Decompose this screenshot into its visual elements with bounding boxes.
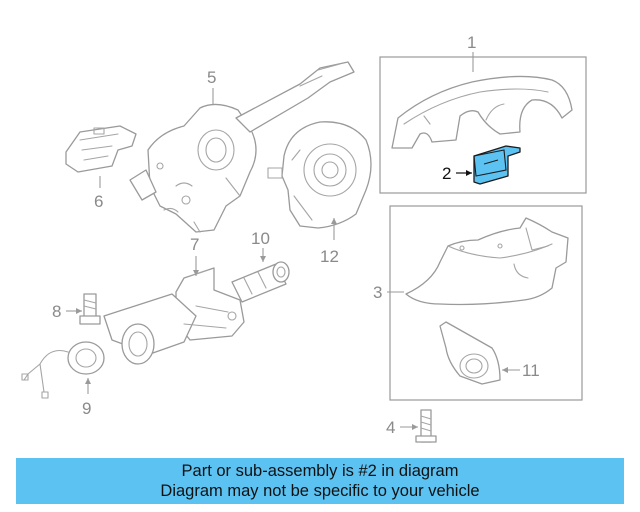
part-12-clock-spring	[267, 121, 372, 229]
callout-8: 8	[52, 302, 61, 321]
banner-line-1: Part or sub-assembly is #2 in diagram	[181, 462, 459, 480]
callout-9: 9	[82, 399, 91, 418]
callout-10: 10	[251, 229, 270, 248]
part-11-bezel	[439, 321, 501, 385]
part-1-upper-cover	[391, 75, 573, 149]
part-4-screw	[415, 409, 437, 443]
callout-5: 5	[207, 68, 216, 87]
callout-11: 11	[522, 361, 540, 380]
assembly-box-lower	[389, 205, 583, 401]
leader-7-arrow	[193, 270, 199, 276]
leader-4-arrow	[412, 424, 418, 430]
callout-2: 2	[442, 164, 451, 183]
leader-2-arrow	[466, 170, 472, 176]
leader-9-arrow	[85, 378, 91, 384]
part-7-lock-housing	[103, 267, 245, 365]
info-banner: Part or sub-assembly is #2 in diagram Di…	[16, 458, 624, 504]
banner-line-2: Diagram may not be specific to your vehi…	[160, 482, 480, 500]
callout-4: 4	[386, 418, 395, 437]
parts-diagram: 1 2 3 11 4	[21, 33, 587, 443]
leader-11-arrow	[502, 367, 508, 373]
part-2-highlighted	[473, 145, 521, 185]
part-6-bracket	[65, 125, 137, 173]
part-9-immobilizer	[21, 341, 105, 399]
callout-3: 3	[373, 283, 382, 302]
callout-6: 6	[94, 192, 103, 211]
part-10-ignition-cylinder	[231, 261, 290, 303]
leader-12-arrow	[331, 218, 337, 224]
part-3-lower-cover	[405, 217, 569, 306]
part-8-bolt	[79, 293, 101, 325]
leader-10-arrow	[260, 256, 266, 262]
assembly-box-upper	[379, 56, 587, 194]
callout-12: 12	[320, 247, 339, 266]
callout-7: 7	[190, 235, 199, 254]
callout-1: 1	[467, 33, 476, 52]
part-5-combination-switch	[129, 61, 355, 233]
leader-8-arrow	[76, 308, 82, 314]
